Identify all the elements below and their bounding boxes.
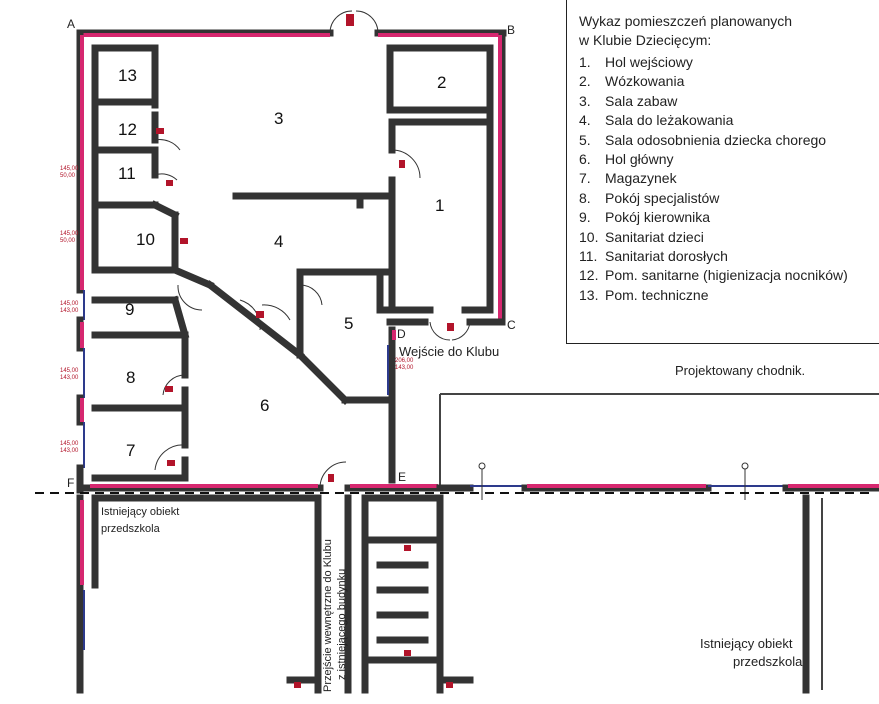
legend-item-number: 7. — [579, 170, 591, 187]
legend-item: 6. Hol główny — [579, 150, 879, 169]
corner-d: D — [397, 327, 406, 341]
legend-item-label: Hol wejściowy — [605, 54, 693, 70]
sidewalk-outline — [436, 393, 879, 500]
legend-item-label: Pom. techniczne — [605, 286, 709, 303]
sidewalk-label: Projektowany chodnik. — [675, 363, 805, 378]
existing-building — [76, 494, 823, 694]
svg-text:143,00: 143,00 — [60, 308, 79, 314]
legend-item-label: Sala zabaw — [605, 92, 678, 109]
legend-item-label: Sala odosobnienia dziecka chorego — [605, 131, 827, 148]
legend-item-number: 3. — [579, 92, 591, 109]
legend-item-number: 1. — [579, 54, 591, 70]
corner-f: F — [67, 476, 74, 490]
legend-item-label: Sala do leżakowania — [605, 112, 734, 129]
legend-item: 4. Sala do leżakowania — [579, 111, 879, 130]
legend-item-label: Pokój specjalistów — [605, 189, 720, 206]
legend-item-label: Wózkowania — [605, 73, 685, 90]
corner-b: B — [507, 23, 515, 37]
passage-label-line2: z istniejącego budynku — [336, 569, 348, 680]
corner-letters: A B C D E F — [67, 17, 516, 490]
svg-text:145,00: 145,00 — [60, 231, 79, 237]
doors — [154, 10, 471, 489]
legend-title-line2: w Klubie Dziecięcym: — [579, 32, 712, 48]
legend-item-label: Pom. sanitarne (higienizacja nocników) — [605, 267, 848, 284]
legend-item: 2. Wózkowania — [579, 72, 879, 91]
room-number-9: 9 — [125, 300, 134, 319]
room-number-13: 13 — [118, 66, 137, 85]
legend-item-number: 9. — [579, 209, 591, 226]
room-number-7: 7 — [126, 441, 135, 460]
legend-item-label: Pokój kierownika — [605, 209, 711, 226]
legend-item-number: 12. — [579, 267, 599, 284]
room-legend: Wykaz pomieszczeń planowanych w Klubie D… — [566, 0, 879, 344]
existing-building-right-label-line2: przedszkola — [733, 654, 803, 669]
svg-text:145,00: 145,00 — [60, 441, 79, 447]
existing-building-left-label-line2: przedszkola — [101, 523, 161, 535]
corner-a: A — [67, 17, 75, 31]
room-number-2: 2 — [437, 73, 446, 92]
room-number-8: 8 — [126, 368, 135, 387]
room-number-3: 3 — [274, 109, 283, 128]
legend-item-number: 11. — [579, 248, 598, 265]
legend-item-label: Hol główny — [605, 151, 674, 168]
room-number-4: 4 — [274, 232, 283, 251]
svg-text:145,00: 145,00 — [60, 368, 79, 374]
legend-item-number: 6. — [579, 151, 591, 168]
svg-text:143,00: 143,00 — [395, 365, 414, 371]
passage-label: Przejście wewnętrzne do Klubu z istnieją… — [322, 539, 348, 692]
svg-text:145,00: 145,00 — [60, 301, 79, 307]
legend-item-number: 10. — [579, 228, 599, 245]
svg-text:50,00: 50,00 — [60, 238, 76, 244]
room-number-12: 12 — [118, 120, 137, 139]
legend-item: 5. Sala odosobnienia dziecka chorego — [579, 131, 879, 150]
svg-text:206,00: 206,00 — [395, 358, 414, 364]
legend-item-number: 8. — [579, 189, 591, 206]
legend-item-number: 2. — [579, 73, 591, 90]
entrance-label: Wejście do Klubu — [399, 344, 499, 359]
svg-text:143,00: 143,00 — [60, 448, 79, 454]
legend-title-line1: Wykaz pomieszczeń planowanych — [579, 13, 793, 29]
legend-item: 9. Pokój kierownika — [579, 208, 879, 227]
legend-item: 13. Pom. techniczne — [579, 286, 879, 305]
room-number-6: 6 — [260, 396, 269, 415]
svg-text:145,00: 145,00 — [60, 166, 79, 172]
legend-list: 1. Hol wejściowy 2. Wózkowania 3. Sala zaba… — [579, 53, 879, 305]
room-number-11: 11 — [118, 164, 136, 183]
legend-item: 11. Sanitariat dorosłych — [579, 247, 879, 266]
legend-item: 10. Sanitariat dzieci — [579, 228, 879, 247]
legend-item-label: Sanitariat dorosłych — [605, 248, 728, 265]
room-number-1: 1 — [435, 196, 444, 215]
svg-text:143,00: 143,00 — [60, 375, 79, 381]
room-numbers: 13 12 11 10 9 8 7 6 5 4 3 2 1 — [118, 66, 446, 460]
legend-item: 12. Pom. sanitarne (higienizacja nocników… — [579, 266, 879, 285]
legend-item-number: 4. — [579, 112, 591, 129]
existing-building-left-label-line1: Istniejący obiekt — [101, 506, 179, 518]
corner-e: E — [398, 470, 406, 484]
passage-label-line1: Przejście wewnętrzne do Klubu — [322, 539, 334, 692]
outer-walls — [76, 29, 507, 494]
legend-item-number: 5. — [579, 131, 591, 148]
legend-item-label: Magazynek — [605, 170, 677, 187]
interior-walls — [91, 44, 494, 482]
existing-building-right-label-line1: Istniejący obiekt — [700, 636, 793, 651]
legend-item-label: Sanitariat dzieci — [605, 228, 704, 245]
legend-item: 1. Hol wejściowy — [579, 53, 879, 72]
legend-item: 8. Pokój specjalistów — [579, 189, 879, 208]
legend-item: 3. Sala zabaw — [579, 92, 879, 111]
legend-title: Wykaz pomieszczeń planowanych w Klubie D… — [579, 12, 879, 50]
room-number-5: 5 — [344, 314, 353, 333]
room-number-10: 10 — [136, 230, 155, 249]
legend-item-number: 13. — [579, 286, 599, 303]
corner-c: C — [507, 318, 516, 332]
legend-item: 7. Magazynek — [579, 169, 879, 188]
svg-text:50,00: 50,00 — [60, 173, 76, 179]
